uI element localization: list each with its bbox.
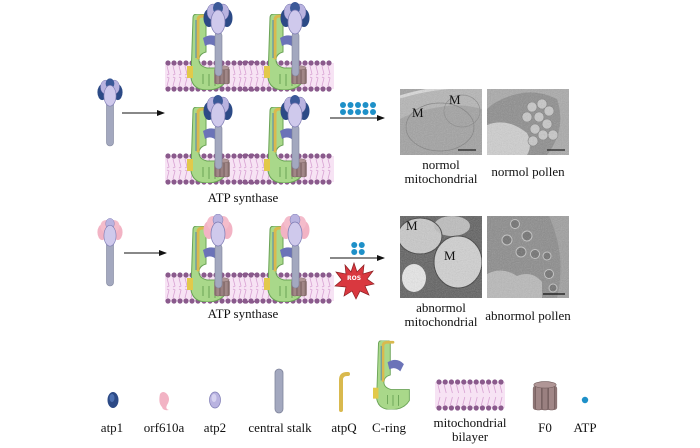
lipid-tail [462, 384, 466, 406]
mitochondrial-bilayer-icon [435, 379, 505, 411]
normal-mito-caption-line2: mitochondrial [404, 171, 478, 186]
abnormal-pollen-micrograph [487, 216, 569, 298]
normal-mitochondria-micrograph: M M [400, 89, 482, 155]
legend-label-orf610a: orf610a [143, 420, 185, 435]
atp-dot [351, 242, 358, 248]
mito-marker-label: M [449, 92, 461, 107]
lipid-head [436, 405, 442, 411]
normal-mito-caption-line1: normol [422, 157, 460, 172]
lipid-tail [474, 384, 478, 406]
lipid-head [479, 379, 485, 385]
atp-dot [347, 102, 354, 108]
lipid-head [492, 379, 498, 385]
lipid-tail [499, 384, 503, 406]
atp-dot [362, 109, 369, 115]
legend-label-c-ring: C-ring [372, 420, 406, 435]
lipid-head [498, 379, 504, 385]
mito-marker-label: M [412, 105, 424, 120]
atp-dot [340, 102, 346, 108]
atp-dot [347, 109, 354, 115]
abnormal-atp-synthase-label: ATP synthase [207, 306, 279, 321]
lipid-head [473, 379, 479, 385]
lipid-head [455, 405, 461, 411]
lipid-head [492, 405, 498, 411]
atp-dot [362, 102, 369, 108]
atp-dot [370, 102, 376, 108]
lipid-head [448, 405, 454, 411]
lipid-head [467, 405, 473, 411]
normal-assembly-arrow [122, 110, 165, 116]
lipid-tail [487, 384, 490, 406]
atp2-icon [209, 391, 221, 409]
lipid-tail [443, 384, 447, 406]
atp-synthase-normal-2 [242, 2, 334, 94]
atp-dot [358, 242, 365, 248]
lipid-tail [493, 384, 497, 406]
atp-dot [370, 109, 376, 115]
lipid-tail [456, 384, 459, 406]
c-ring-icon [373, 340, 411, 410]
atp-dot [340, 109, 346, 115]
lipid-head [486, 405, 492, 411]
legend-label-atp2: atp2 [203, 420, 227, 435]
lipid-head [467, 379, 473, 385]
legend-label-f0: F0 [538, 420, 552, 435]
normal-precursor-f1-stalk [97, 78, 123, 147]
lipid-head [461, 405, 467, 411]
lipid-head [479, 405, 485, 411]
ros-label: ROS [346, 275, 362, 282]
atp-synthase-abnormal-2 [242, 214, 334, 306]
normal-atp-dots [340, 102, 376, 115]
lipid-head [473, 405, 479, 411]
f0-icon [532, 381, 558, 411]
atpQ-icon [339, 372, 350, 412]
atp-dot-icon [581, 396, 589, 404]
abnormal-mito-caption-line1: abnormol [416, 300, 466, 315]
atp-dot [358, 249, 365, 255]
abnormal-atp-dots [351, 242, 365, 255]
lipid-head [436, 379, 442, 385]
lipid-tail [468, 384, 472, 406]
atp-dot [355, 109, 361, 115]
abnormal-precursor-f1-stalk [97, 218, 123, 287]
orf610a-icon [159, 392, 169, 411]
abnormal-mito-caption-line2: mitochondrial [404, 314, 478, 329]
lipid-head [442, 379, 448, 385]
normal-pollen-caption: normol pollen [491, 164, 565, 179]
legend-label-atpQ: atpQ [331, 420, 357, 435]
lipid-head [442, 405, 448, 411]
mito-marker-label: M [406, 218, 418, 233]
legend-label-bilayer-line1: mitochondrial [433, 415, 507, 430]
lipid-head [455, 379, 461, 385]
lipid-head [461, 379, 467, 385]
legend-label-bilayer: mitochondrial bilayer [425, 416, 515, 444]
normal-mito-caption: normol mitochondrial [400, 158, 482, 186]
lipid-head [486, 379, 492, 385]
legend-label-bilayer-line2: bilayer [451, 429, 489, 444]
normal-atp-synthase-label: ATP synthase [207, 190, 279, 205]
abnormal-mitochondria-micrograph: M M [400, 216, 482, 298]
abnormal-atp-output-arrow [330, 242, 385, 261]
central-stalk-icon [274, 368, 284, 414]
legend-label-central-stalk: central stalk [248, 420, 312, 435]
atp-dot [351, 249, 358, 255]
abnormal-assembly-arrow [124, 250, 167, 256]
lipid-tail [437, 384, 441, 406]
atp1-icon [107, 392, 119, 408]
mito-marker-label: M [444, 248, 456, 263]
legend-label-atp1: atp1 [100, 420, 124, 435]
legend-label-atp: ATP [573, 420, 597, 435]
lipid-head [498, 405, 504, 411]
atp-dot [355, 102, 361, 108]
atp-synthase-normal-4 [242, 95, 334, 187]
lipid-tail [450, 384, 453, 406]
normal-pollen-micrograph [487, 89, 569, 155]
lipid-head [448, 379, 454, 385]
abnormal-mito-caption: abnormol mitochondrial [400, 301, 482, 329]
lipid-tail [481, 384, 484, 406]
normal-atp-output-arrow [330, 102, 385, 121]
abnormal-pollen-caption: abnormol pollen [485, 308, 571, 323]
ros-burst-icon [334, 261, 375, 300]
